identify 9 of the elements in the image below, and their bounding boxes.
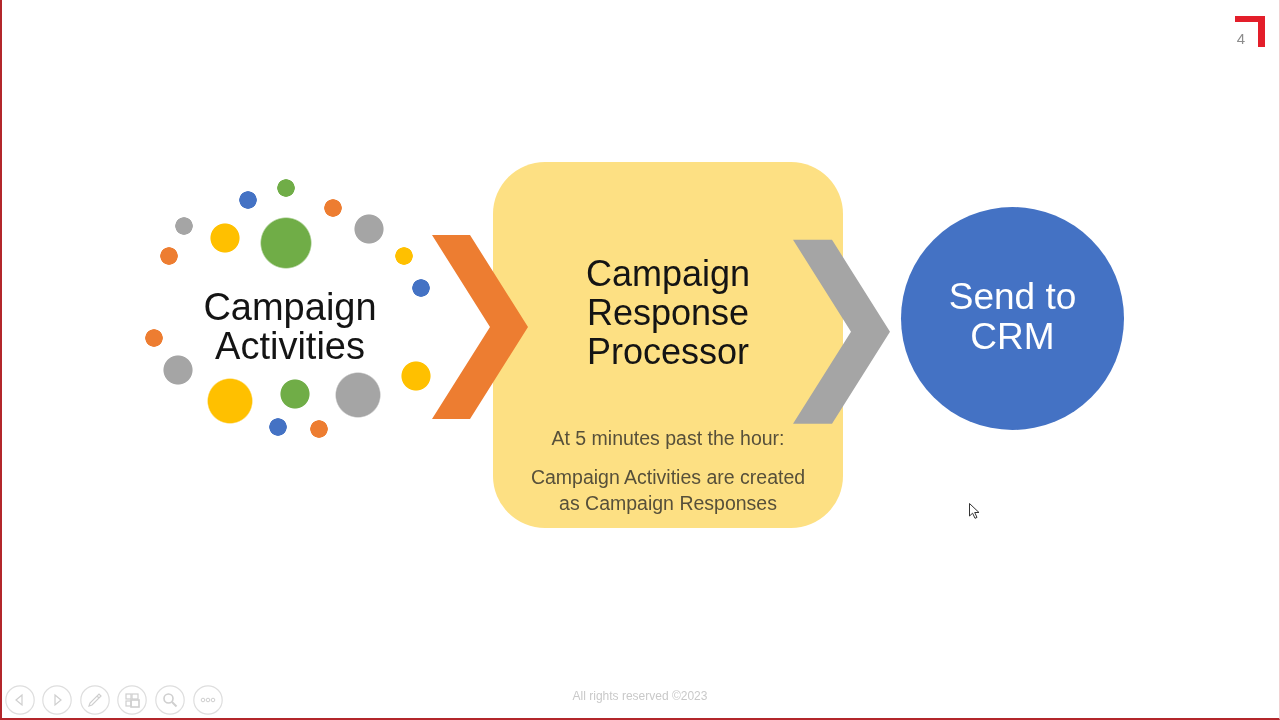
chevron-arrow	[793, 239, 890, 424]
description-text: Campaign Activities are created as Campaign Responses	[529, 465, 807, 516]
node-title: Campaign Response Processor	[584, 254, 752, 371]
process-box	[493, 162, 843, 528]
page-number: 4	[1235, 30, 1247, 48]
chevron-arrow	[432, 235, 528, 419]
schedule-text: At 5 minutes past the hour:	[550, 426, 786, 450]
node-title: Send to CRM	[947, 277, 1078, 357]
node-title: Campaign Activities	[202, 288, 378, 366]
